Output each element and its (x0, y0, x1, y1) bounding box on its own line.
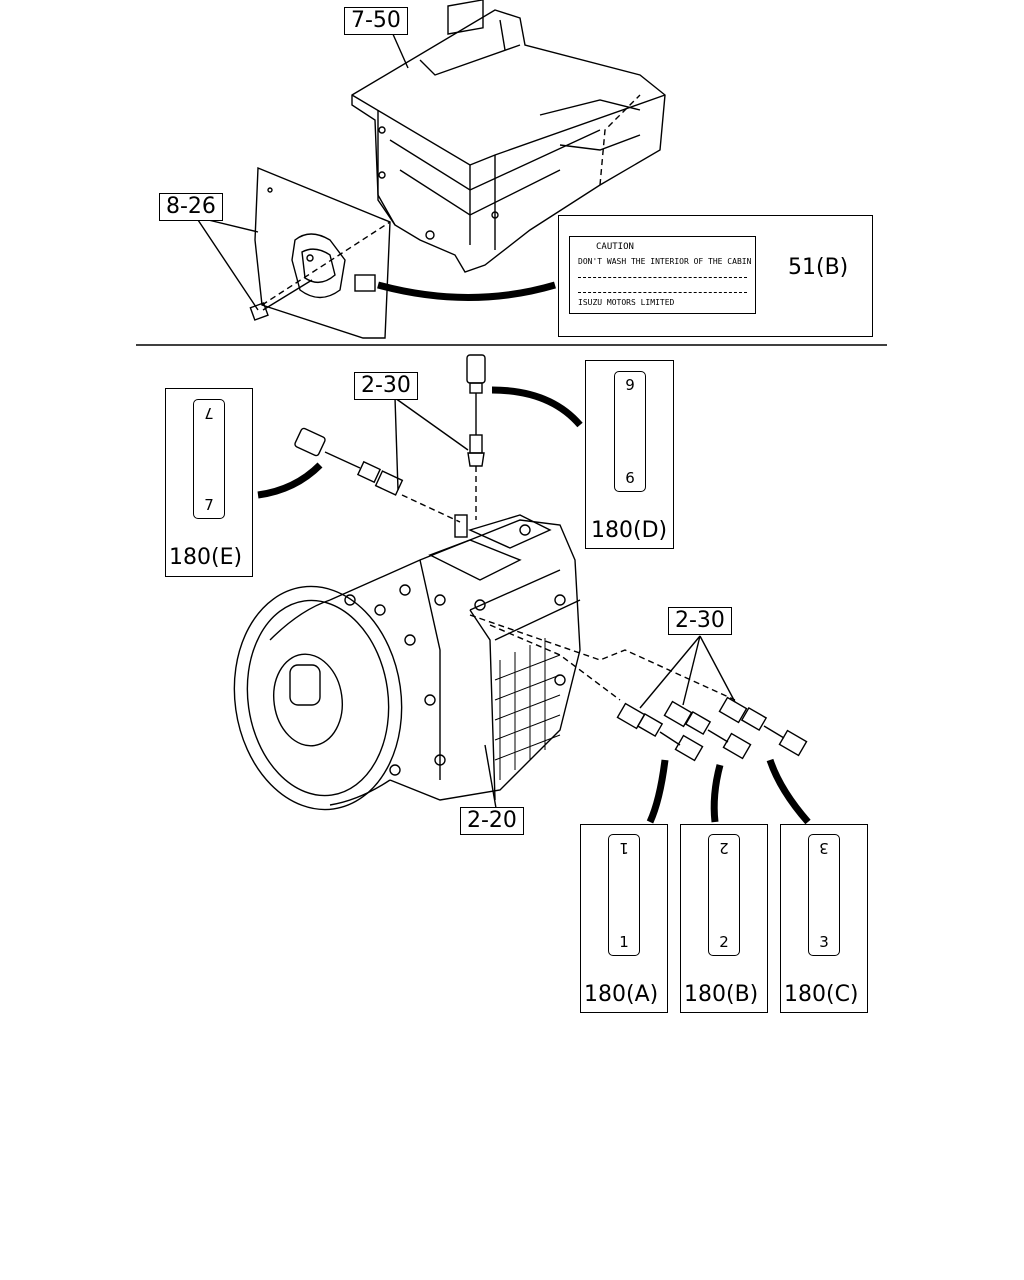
tag-panel-a: 1 1 180(A) (580, 824, 668, 1013)
tag-c-top: 3 (819, 839, 829, 857)
tag-d-ref: 180(D) (591, 518, 668, 543)
tag-e: 7 7 (193, 399, 225, 519)
caution-dash (578, 277, 747, 278)
callout-frame: 7-50 (344, 7, 408, 35)
switch-left (257, 427, 461, 523)
tag-a-ref: 180(A) (584, 982, 659, 1007)
tag-c-ref: 180(C) (784, 982, 859, 1007)
callout-switch-group: 2-30 (668, 607, 732, 635)
tag-d-top: 9 (625, 376, 635, 394)
tag-e-bottom: 7 (204, 496, 214, 514)
callout-switch-top: 2-30 (354, 372, 418, 400)
tag-b: 2 2 (708, 834, 740, 956)
tag-c: 3 3 (808, 834, 840, 956)
caution-dash (578, 292, 747, 293)
tag-e-top: 7 (204, 404, 214, 422)
rear-plate (249, 166, 391, 339)
tag-panel-b: 2 2 180(B) (680, 824, 768, 1013)
tag-a-top: 1 (619, 839, 629, 857)
tag-b-ref: 180(B) (684, 982, 759, 1007)
caution-maker: ISUZU MOTORS LIMITED (578, 298, 675, 307)
caution-line: DON'T WASH THE INTERIOR OF THE CABIN (578, 257, 752, 266)
callout-plate: 8-26 (159, 193, 223, 221)
tag-a-bottom: 1 (619, 933, 629, 951)
tag-b-bottom: 2 (719, 933, 729, 951)
tag-panel-c: 3 3 180(C) (780, 824, 868, 1013)
switch-top (466, 354, 583, 520)
tag-a: 1 1 (608, 834, 640, 956)
callout-transmission: 2-20 (460, 807, 524, 835)
cab-frame (351, 0, 666, 273)
tag-d: 9 6 (614, 371, 646, 492)
caution-panel: CAUTION DON'T WASH THE INTERIOR OF THE C… (558, 215, 873, 337)
transmission (233, 514, 581, 811)
tag-panel-d: 9 6 180(D) (585, 360, 674, 549)
caution-ref: 51(B) (788, 255, 849, 280)
tag-e-ref: 180(E) (169, 545, 243, 570)
tag-b-top: 2 (719, 839, 729, 857)
caution-title: CAUTION (596, 242, 634, 252)
tag-panel-e: 7 7 180(E) (165, 388, 253, 577)
tag-c-bottom: 3 (819, 933, 829, 951)
caution-sticker: CAUTION DON'T WASH THE INTERIOR OF THE C… (569, 236, 756, 314)
switch-group (469, 614, 811, 825)
tag-d-bottom: 6 (625, 469, 635, 487)
